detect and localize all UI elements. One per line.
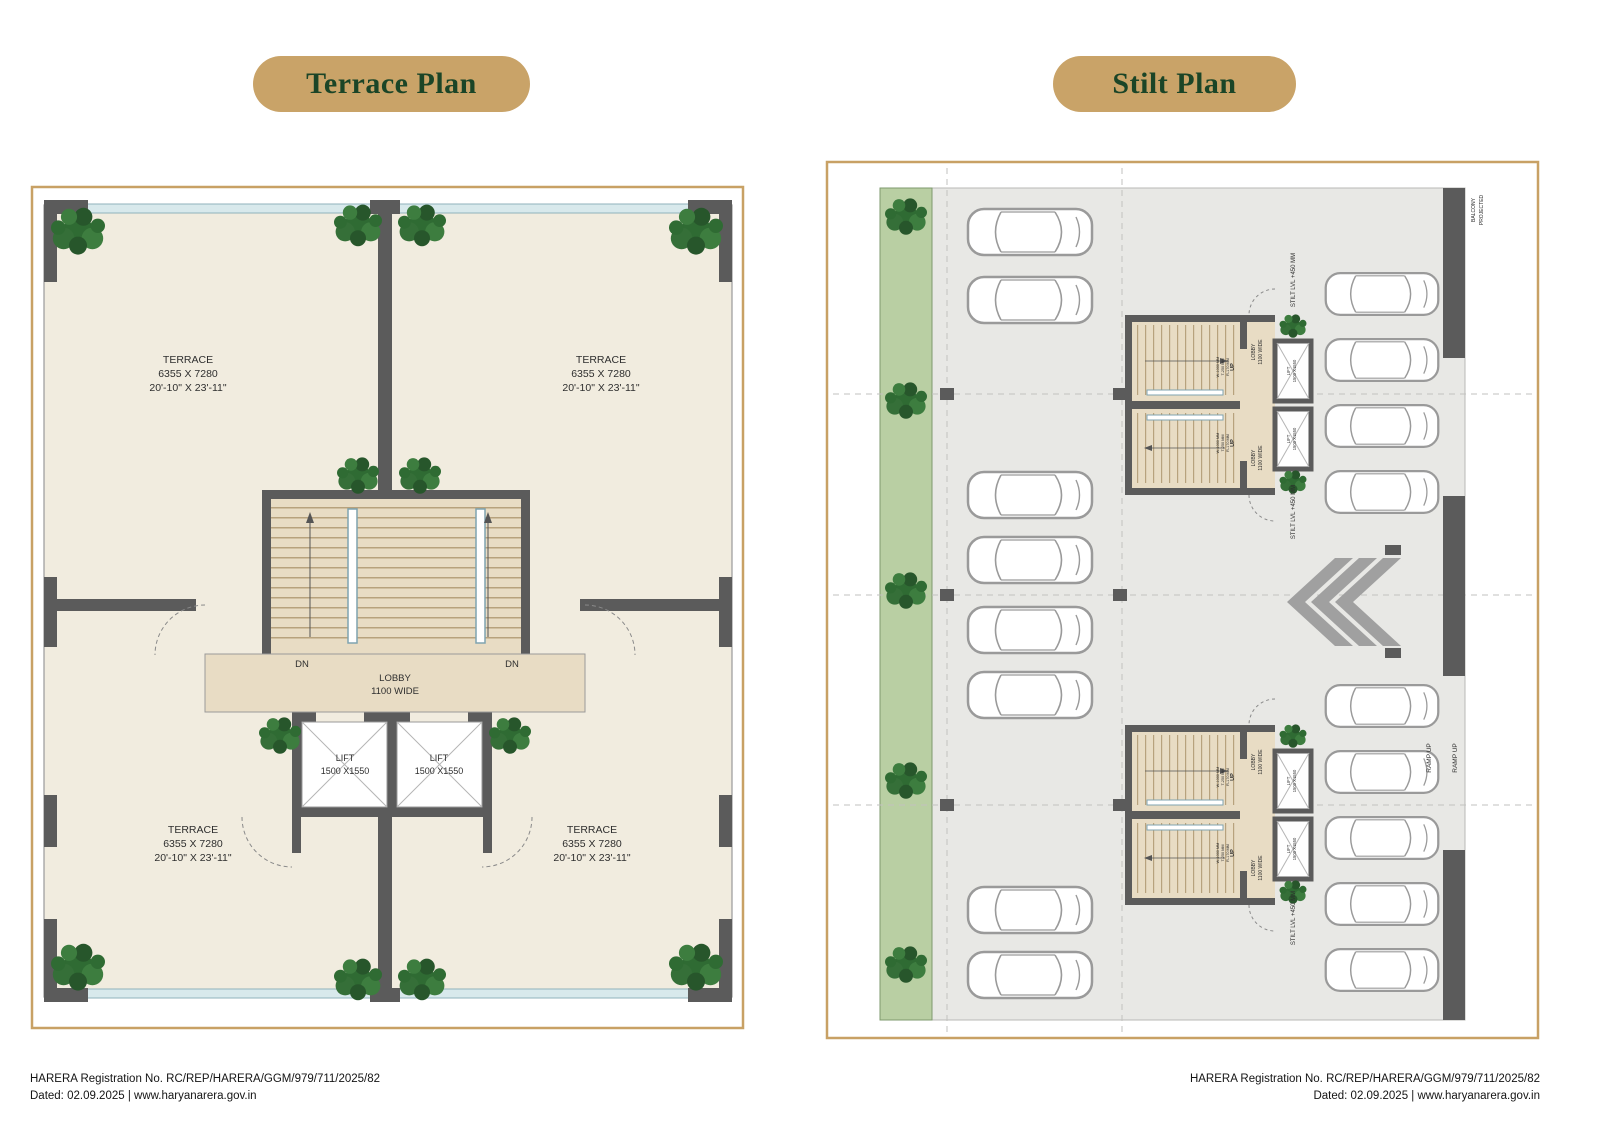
balcony-projected-label: PROJECTED <box>1479 194 1485 225</box>
stilt-plan-title-badge: Stilt Plan <box>1053 56 1296 112</box>
balcony-projected-label: BALCONY <box>1471 197 1477 222</box>
green-strip <box>879 187 933 1021</box>
car-icon <box>1324 683 1440 729</box>
terrace-dim-mm: 6355 X 7280 <box>158 368 218 380</box>
harera-registration: HARERA Registration No. RC/REP/HARERA/GG… <box>30 1073 381 1085</box>
car-icon <box>1324 815 1440 861</box>
stilt-level-label: STILT LVL +450 MM <box>1291 253 1297 307</box>
car-icon <box>966 207 1094 257</box>
terrace-dim-ft: 20'-10" X 23'-11" <box>154 852 232 864</box>
car-icon <box>1324 271 1440 317</box>
harera-registration: HARERA Registration No. RC/REP/HARERA/GG… <box>1189 1073 1540 1085</box>
stilt-level-label: STILT LVL +450 MM <box>1291 891 1297 945</box>
terrace-label: TERRACE <box>567 824 617 836</box>
lift-dim-label: 1500 X1550 <box>321 766 370 776</box>
terrace-dim-ft: 20'-10" X 23'-11" <box>553 852 631 864</box>
car-icon <box>1324 947 1440 993</box>
stair-railing <box>475 508 486 644</box>
stilt-footer: HARERA Registration No. RC/REP/HARERA/GG… <box>1190 1071 1540 1105</box>
terrace-label: TERRACE <box>163 354 213 366</box>
dn-label: DN <box>295 659 309 670</box>
terrace-dim-ft: 20'-10" X 23'-11" <box>562 382 640 394</box>
stilt-walls <box>940 188 1465 1020</box>
terrace-dim-mm: 6355 X 7280 <box>571 368 631 380</box>
stilt-annotations: STILT LVL +450 MM STILT LVL +450 MM STIL… <box>1291 194 1485 945</box>
harera-dated: Dated: 02.09.2025 | www.haryanarera.gov.… <box>30 1090 257 1102</box>
terrace-walls <box>44 200 732 1002</box>
terrace-dim-mm: 6355 X 7280 <box>163 838 223 850</box>
dn-label: DN <box>505 659 519 670</box>
car-icon <box>1324 337 1440 383</box>
car-icon <box>966 670 1094 720</box>
terrace-plan-title-badge: Terrace Plan <box>253 56 530 112</box>
car-icon <box>966 470 1094 520</box>
lift-label: LIFT <box>430 753 449 763</box>
car-icon <box>1324 403 1440 449</box>
lift-shafts <box>301 721 483 808</box>
terrace-plan-drawing: TERRACE 6355 X 7280 20'-10" X 23'-11" TE… <box>30 185 745 1030</box>
lobby-floor <box>204 653 586 713</box>
lift-label: LIFT <box>336 753 355 763</box>
stilt-plan-title: Stilt Plan <box>1112 67 1237 100</box>
ramp-chevrons <box>1287 558 1401 646</box>
terrace-label: TERRACE <box>168 824 218 836</box>
door-swing-arcs <box>154 604 636 868</box>
car-icon <box>966 950 1094 1000</box>
staircase <box>271 499 521 654</box>
harera-dated: Dated: 02.09.2025 | www.haryanarera.gov.… <box>1313 1090 1540 1102</box>
car-icon <box>966 605 1094 655</box>
terrace-room-labels: TERRACE 6355 X 7280 20'-10" X 23'-11" TE… <box>149 354 640 864</box>
terrace-label: TERRACE <box>576 354 626 366</box>
stilt-plan-drawing: UP W-1000 MM T-250 MM R-170 MM UP W-1000… <box>825 160 1540 1040</box>
terrace-footer: HARERA Registration No. RC/REP/HARERA/GG… <box>30 1071 380 1105</box>
car-icon <box>966 885 1094 935</box>
lobby-width-label: 1100 WIDE <box>371 686 419 697</box>
lift-dim-label: 1500 X1550 <box>415 766 464 776</box>
car-icon <box>1324 749 1440 795</box>
terrace-dim-ft: 20'-10" X 23'-11" <box>149 382 227 394</box>
terrace-dim-mm: 6355 X 7280 <box>562 838 622 850</box>
car-icon <box>1324 469 1440 515</box>
stilt-level-label: STILT LVL +450 MM <box>1291 485 1297 539</box>
stair-railing <box>347 508 358 644</box>
terrace-plan-title: Terrace Plan <box>306 67 477 100</box>
car-icon <box>966 535 1094 585</box>
car-icon <box>966 275 1094 325</box>
ramp-up-label: RAMP UP <box>1452 743 1459 773</box>
car-icon <box>1324 881 1440 927</box>
core-labels: DN DN LOBBY 1100 WIDE LIFT 1500 X1550 LI… <box>295 659 519 776</box>
ramp-up-label: RAMP UP <box>1426 743 1433 773</box>
lobby-label: LOBBY <box>379 673 411 684</box>
